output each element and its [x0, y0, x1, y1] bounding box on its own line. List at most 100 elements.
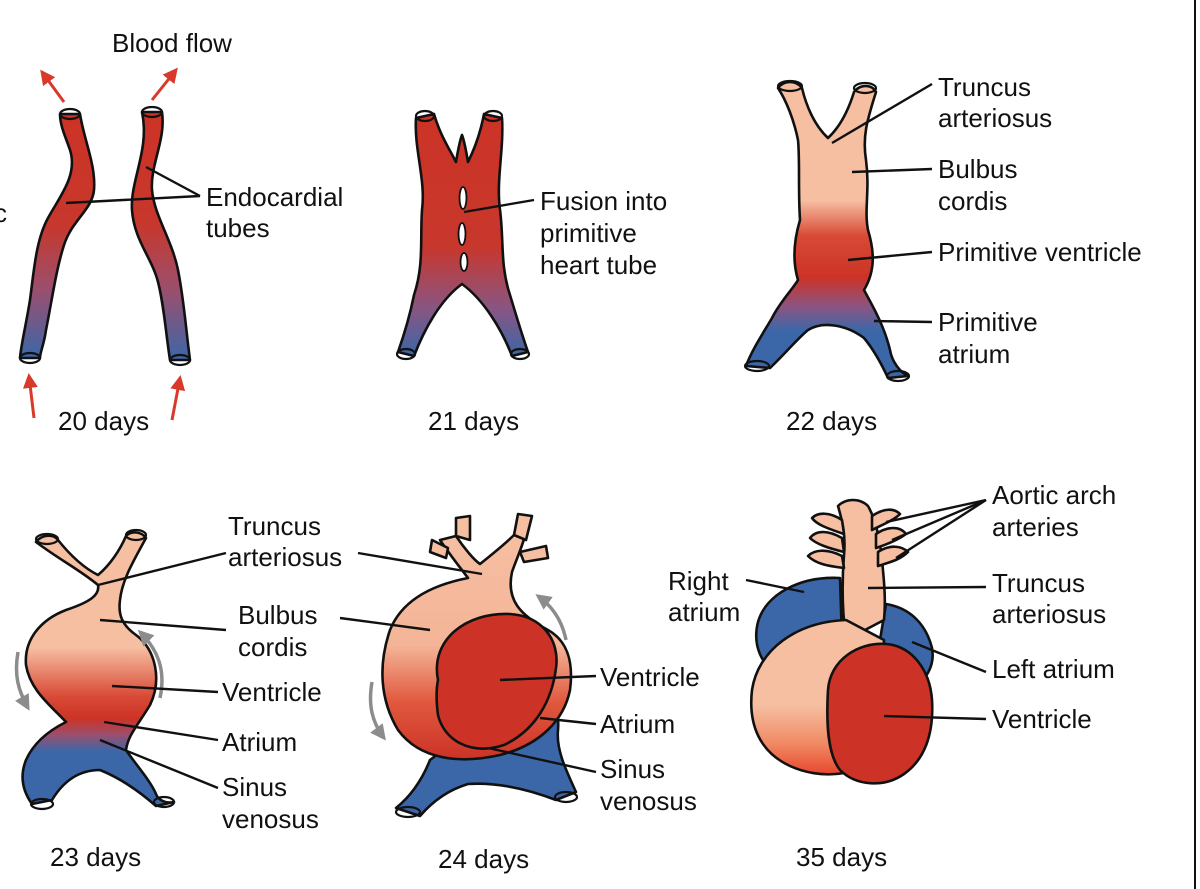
stage-23-days: Truncus arteriosus Bulbus cordis Ventric…: [14, 511, 342, 872]
leader-line: [831, 82, 933, 145]
tube-opening: [395, 347, 417, 361]
aortic-arch-artery: [810, 512, 846, 536]
fusion-gap: [459, 252, 469, 272]
tube-opening: [852, 81, 878, 95]
tube-opening: [509, 347, 531, 361]
sinus-venosus-label: Sinus: [222, 772, 287, 802]
ventricle-label: Ventricle: [222, 677, 322, 707]
leader-line: [103, 720, 219, 742]
leader-line: [867, 585, 987, 590]
leader-line: [357, 551, 483, 576]
truncus-35: [836, 498, 887, 642]
leader-line: [885, 498, 987, 524]
aortic-branch: [428, 538, 450, 560]
heart-23: [21, 531, 176, 808]
sinus-venosus-label: venosus: [600, 786, 697, 816]
tube-opening: [140, 105, 164, 119]
tube-opening: [394, 805, 422, 819]
endocardial-tube-right: [130, 110, 192, 362]
ventricle-35: [826, 642, 934, 785]
fusion-label: primitive: [540, 218, 637, 248]
leader-line: [145, 165, 201, 198]
fusion-gap: [457, 222, 467, 246]
day-label-22: 22 days: [786, 406, 877, 436]
fusion-label: heart tube: [540, 250, 657, 280]
tube-opening: [885, 369, 911, 383]
aortic-arch-arteries-label: Aortic arch: [992, 480, 1116, 510]
aortic-arch-artery: [874, 526, 908, 550]
stage-24-days: Ventricle Atrium Sinus venosus 24 days: [339, 512, 700, 874]
sinus-venosus-label: venosus: [222, 804, 319, 834]
leader-line: [539, 716, 597, 726]
fusion-gap: [458, 186, 468, 210]
truncus-arteriosus-label: arteriosus: [228, 542, 342, 572]
day-label-35: 35 days: [796, 842, 887, 872]
bulbus-cordis-label: cordis: [238, 632, 307, 662]
leader-line: [487, 746, 597, 774]
tube-opening: [414, 109, 436, 123]
left-atrium-label: Left atrium: [992, 654, 1115, 684]
atrium-label: Atrium: [600, 709, 675, 739]
bulbus-cordis-label: Bulbus: [938, 154, 1018, 184]
endocardial-tubes-label: tubes: [206, 213, 270, 243]
aortic-arch-artery: [806, 549, 846, 570]
aortic-branch: [454, 514, 472, 542]
truncus-arteriosus-label: Truncus: [992, 568, 1085, 598]
fusion-label: Fusion into: [540, 186, 667, 216]
tube-opening: [168, 353, 192, 367]
leader-line: [499, 674, 597, 682]
tube-opening: [18, 351, 42, 365]
ventricle-label: Ventricle: [600, 662, 700, 692]
sinus-venosus-label: Sinus: [600, 754, 665, 784]
leader-line: [99, 618, 227, 632]
rotation-arrow: [137, 629, 164, 699]
endocardial-tubes-label: Endocardial: [206, 182, 343, 212]
leader-line: [339, 616, 431, 632]
primitive-ventricle-label: Primitive ventricle: [938, 237, 1142, 267]
tube-opening: [34, 532, 60, 546]
leader-line: [847, 250, 933, 262]
day-label-24: 24 days: [438, 844, 529, 874]
stage-22-days: Truncus arteriosus Bulbus cordis Primiti…: [743, 72, 1142, 436]
leader-line: [895, 498, 987, 560]
right-atrium-label: atrium: [668, 597, 740, 627]
tube-opening: [58, 107, 82, 121]
ventricle-24: [435, 612, 558, 750]
rotation-arrow: [14, 651, 30, 711]
tube-opening: [152, 795, 176, 809]
truncus-arteriosus-label: Truncus: [228, 511, 321, 541]
primitive-atrium-label: Primitive: [938, 307, 1038, 337]
leader-line: [745, 578, 805, 594]
day-label-20: 20 days: [58, 406, 149, 436]
tube-opening: [482, 109, 504, 123]
leader-line: [99, 738, 219, 790]
atrium-label: Atrium: [222, 727, 297, 757]
blood-flow-arrow: [22, 373, 38, 419]
primitive-atrium-label: atrium: [938, 339, 1010, 369]
truncus-arteriosus-label: arteriosus: [992, 599, 1106, 629]
rotation-arrow: [535, 594, 568, 641]
leader-line: [97, 551, 227, 587]
leader-line: [911, 640, 987, 674]
tube-opening: [776, 79, 804, 93]
blood-flow-arrow: [40, 69, 66, 103]
leader-line: [111, 684, 219, 694]
blood-flow-arrow: [150, 67, 178, 101]
leader-line: [65, 194, 201, 205]
rotation-arrow: [368, 681, 386, 741]
aortic-branch: [518, 544, 550, 564]
primitive-heart-22: [744, 80, 910, 380]
leader-line: [873, 319, 933, 324]
ventricle-label: Ventricle: [992, 704, 1092, 734]
bulbus-cordis-label: cordis: [938, 186, 1007, 216]
leader-line: [851, 167, 933, 174]
day-label-21: 21 days: [428, 406, 519, 436]
svg-text:c: c: [0, 198, 7, 228]
stage-21-days: Fusion into primitive heart tube 21 days: [395, 109, 667, 436]
leader-line: [463, 198, 535, 214]
truncus-arteriosus-label: arteriosus: [938, 103, 1052, 133]
bulbus-cordis-label: Bulbus: [238, 600, 318, 630]
tube-opening: [553, 790, 579, 804]
endocardial-tube-left: [18, 112, 96, 360]
